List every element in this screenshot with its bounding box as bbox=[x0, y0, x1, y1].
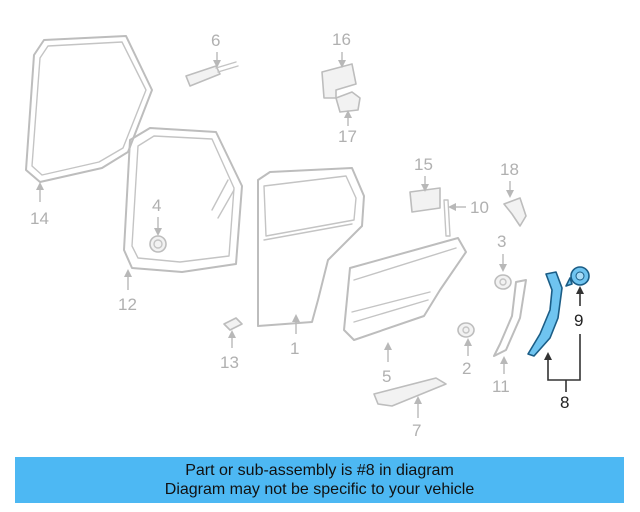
label-17: 17 bbox=[338, 110, 357, 146]
svg-text:13: 13 bbox=[220, 353, 239, 372]
label-4: 4 bbox=[152, 196, 162, 236]
svg-text:18: 18 bbox=[500, 160, 519, 179]
svg-text:8: 8 bbox=[560, 393, 569, 412]
part-12-window-frame bbox=[123, 127, 243, 273]
label-15: 15 bbox=[414, 155, 433, 192]
info-banner: Part or sub-assembly is #8 in diagram Di… bbox=[15, 457, 624, 503]
label-16: 16 bbox=[332, 30, 351, 68]
svg-text:11: 11 bbox=[492, 377, 510, 396]
svg-text:10: 10 bbox=[470, 198, 489, 217]
svg-text:5: 5 bbox=[382, 367, 391, 386]
svg-text:7: 7 bbox=[412, 421, 421, 440]
label-6: 6 bbox=[211, 31, 221, 68]
part-4-grommet bbox=[149, 235, 167, 253]
label-3: 3 bbox=[497, 232, 507, 272]
label-9: 9 bbox=[574, 286, 584, 330]
svg-text:15: 15 bbox=[414, 155, 433, 174]
part-1-door-shell bbox=[257, 167, 365, 327]
svg-text:17: 17 bbox=[338, 127, 357, 146]
part-7-armrest bbox=[373, 377, 447, 407]
label-14: 14 bbox=[30, 182, 49, 228]
svg-text:6: 6 bbox=[211, 31, 220, 50]
svg-text:12: 12 bbox=[118, 295, 137, 314]
part-2-clip bbox=[457, 322, 475, 338]
label-7: 7 bbox=[412, 396, 422, 440]
part-6-bolt bbox=[185, 61, 239, 87]
part-15-pad bbox=[409, 187, 441, 213]
svg-text:4: 4 bbox=[152, 196, 161, 215]
label-18: 18 bbox=[500, 160, 519, 198]
svg-text:1: 1 bbox=[290, 339, 299, 358]
part-5-trim-panel bbox=[343, 237, 467, 341]
svg-text:16: 16 bbox=[332, 30, 351, 49]
part-11-pillar-garnish bbox=[493, 279, 527, 357]
label-5: 5 bbox=[382, 342, 392, 386]
svg-text:9: 9 bbox=[574, 311, 583, 330]
label-12: 12 bbox=[118, 269, 137, 314]
label-13: 13 bbox=[220, 330, 239, 372]
part-14-weatherstrip bbox=[25, 35, 153, 183]
part-17-hinge-bracket bbox=[335, 91, 361, 113]
label-10: 10 bbox=[448, 198, 489, 217]
part-13-plug bbox=[223, 317, 243, 331]
label-2: 2 bbox=[462, 338, 472, 378]
banner-line-1: Part or sub-assembly is #8 in diagram bbox=[185, 462, 454, 479]
label-8: 8 bbox=[544, 334, 581, 412]
parts-diagram: 14 12 4 6 16 bbox=[25, 30, 590, 440]
part-10-strip bbox=[443, 199, 451, 237]
part-8-moulding bbox=[527, 271, 563, 357]
part-3-clip bbox=[494, 274, 512, 290]
part-18-clip bbox=[503, 197, 527, 227]
svg-text:2: 2 bbox=[462, 359, 471, 378]
svg-text:14: 14 bbox=[30, 209, 49, 228]
part-16-hinge bbox=[321, 63, 357, 99]
part-9-fastener bbox=[565, 266, 590, 287]
label-11: 11 bbox=[492, 356, 510, 396]
svg-text:3: 3 bbox=[497, 232, 506, 251]
label-1: 1 bbox=[290, 314, 300, 358]
banner-line-2: Diagram may not be specific to your vehi… bbox=[164, 481, 475, 498]
